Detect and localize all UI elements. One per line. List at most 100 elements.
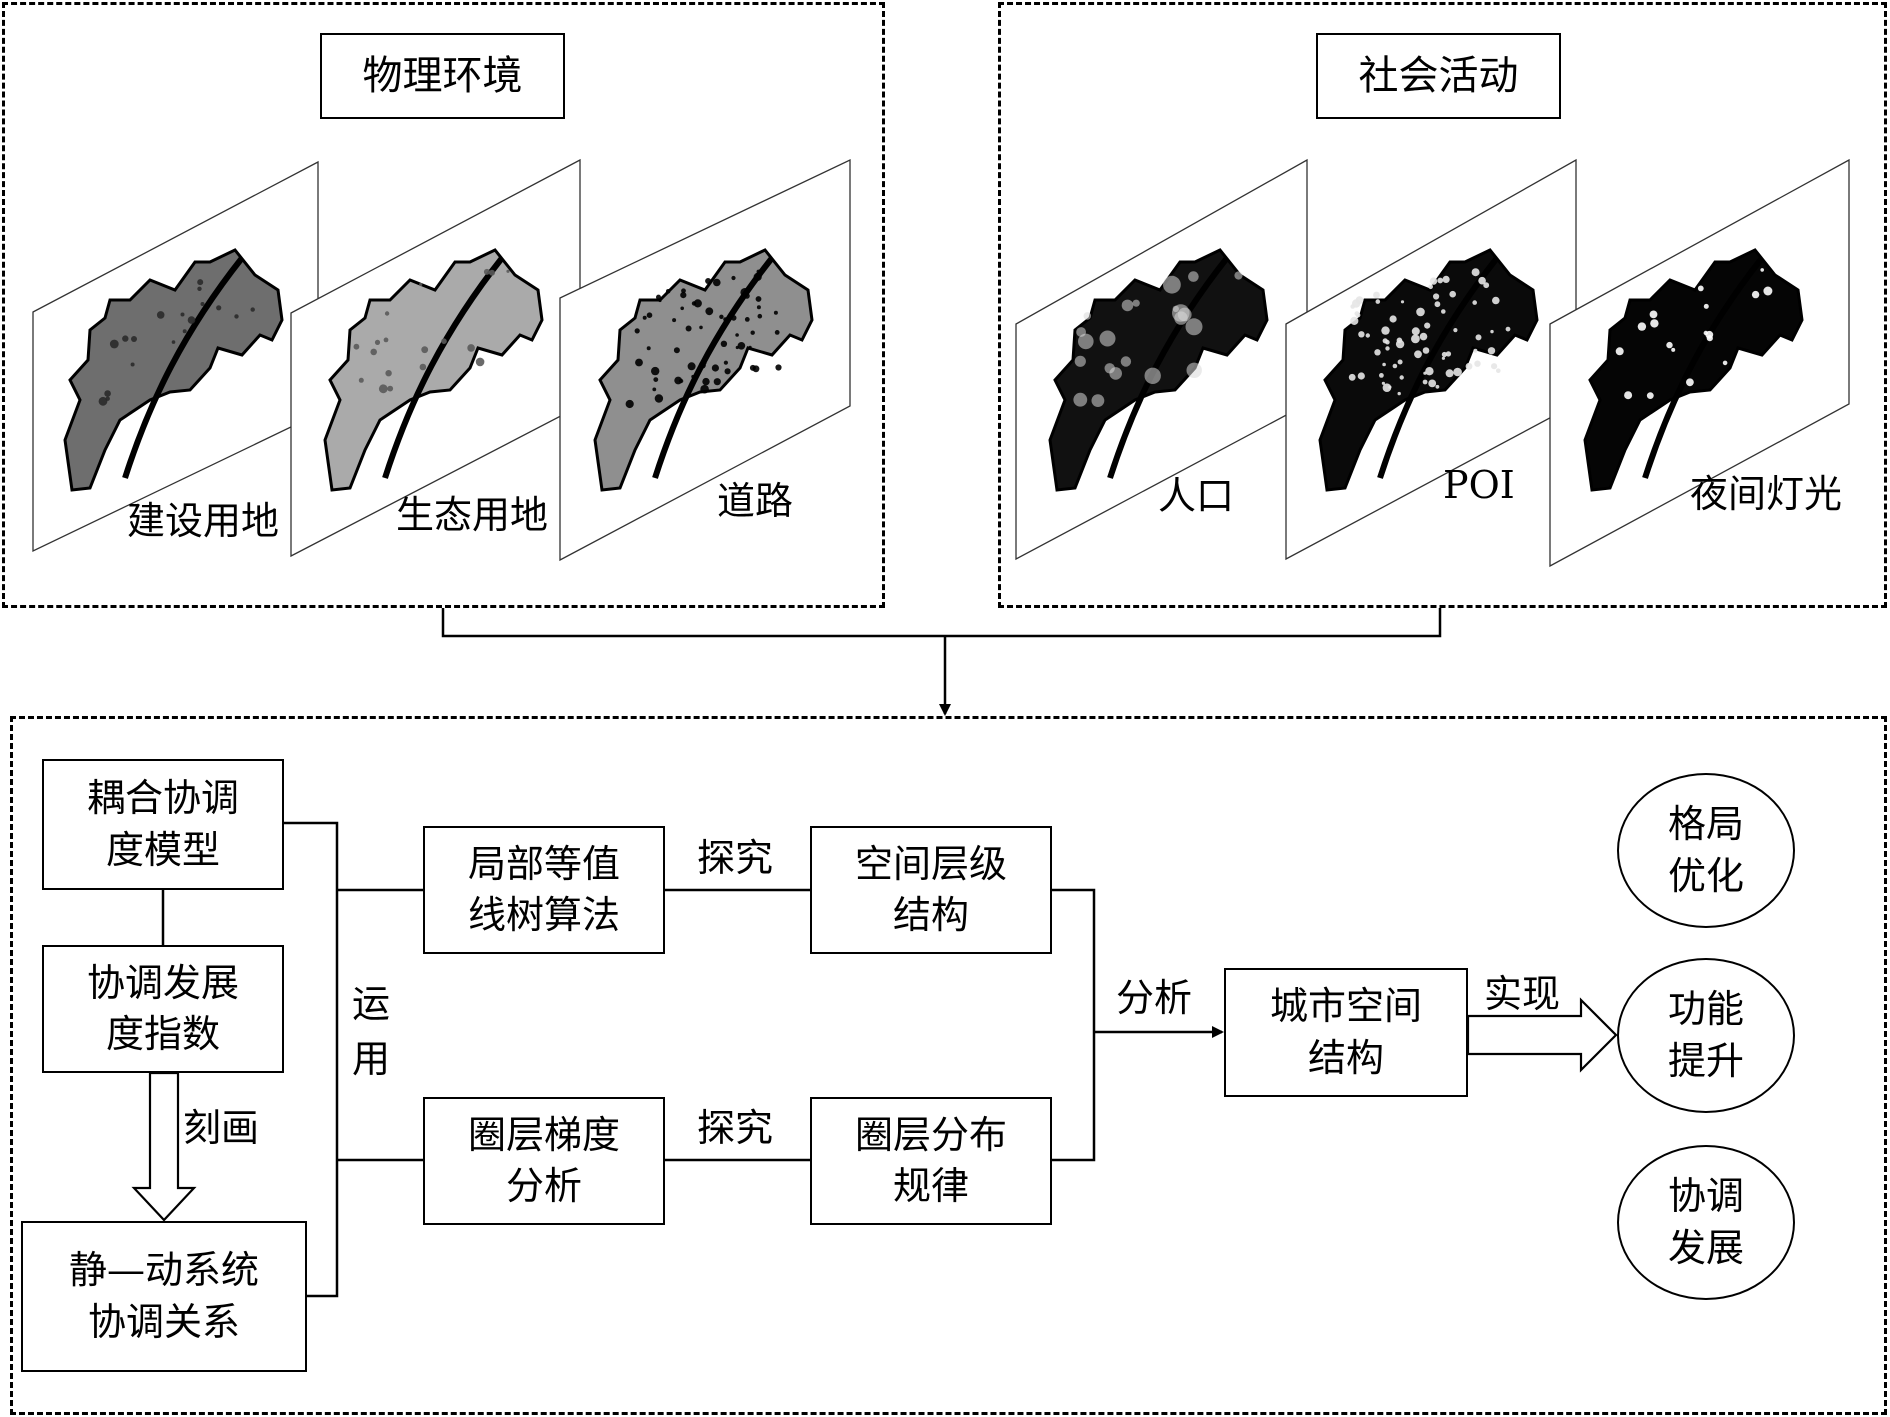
map-layer-poi [1285,158,1577,561]
map-texture-dot [1433,293,1440,300]
map-texture-dot [1104,363,1115,374]
map-texture-dot [1637,322,1647,331]
map-texture-dot [680,306,684,311]
map-texture-dot [719,314,724,319]
map-texture-dot [720,340,728,347]
map-layer-night-light [1549,158,1850,568]
map-texture-dot [489,269,495,276]
map-texture-dot [1188,271,1199,282]
map-texture-dot [693,299,702,308]
map-texture-dot [1411,327,1420,336]
map-texture-dot [171,340,176,344]
map-texture-dot [685,325,692,332]
social-activity-panel [998,2,1887,608]
map-texture-dot [1437,277,1444,284]
map-texture-dot [197,286,202,291]
physical-environment-title: 物理环境 [320,33,565,119]
map-texture-dot [658,298,662,303]
map-river-population [1107,256,1230,479]
map-texture-dot [750,330,755,335]
apply-bracket [284,821,339,1298]
map-texture-dot [735,345,739,350]
map-texture-dot [104,390,111,397]
static-dynamic-box: 静—动系统 协调关系 [21,1221,307,1372]
map-texture-dot [1091,394,1105,407]
map-texture-dot [234,314,239,319]
map-texture-dot [724,368,731,375]
map-texture-dot [1428,284,1433,290]
layer-label-population: 人口 [1158,474,1235,518]
map-texture-dot [653,377,659,382]
map-texture-dot [756,305,761,310]
ring-gradient-box: 圈层梯度 分析 [423,1097,665,1225]
map-texture-dot [180,312,185,317]
map-texture-dot [1348,373,1356,381]
layer-label-built-land: 建设用地 [127,499,280,543]
map-texture-dot [705,278,712,284]
map-texture-dot [1473,348,1478,353]
map-texture-dot [1445,369,1454,378]
explore-label-top: 探究 [697,836,774,880]
map-texture-dot [1441,309,1446,314]
map-texture-dot [646,312,653,319]
map-texture-dot [131,336,137,342]
map-texture-dot [1615,347,1624,356]
map-texture-dot [703,361,707,365]
map-texture-dot [1760,268,1764,272]
map-texture-dot [1396,337,1403,344]
map-texture-dot [1078,333,1094,350]
map-texture-dot [625,399,634,409]
map-texture-dot [1375,299,1381,304]
map-texture-dot [1649,310,1658,319]
map-texture-dot [687,362,696,371]
ring-gradient-line2: 分析 [505,1164,582,1208]
ring-distribution-line1: 圈层分布 [854,1112,1007,1157]
map-shape-night-light [1583,248,1804,492]
map-texture-dot [1163,275,1181,294]
outcome-1-line1: 格局 [1667,802,1744,847]
map-texture-dot [1172,305,1180,313]
map-texture-dot [1355,312,1361,318]
map-texture-dot [753,272,762,281]
outcome-2-line2: 提升 [1667,1038,1744,1083]
map-texture-dot [680,292,687,299]
map-layer-road [559,158,851,562]
map-texture-dot [1422,379,1428,385]
map-texture-dot [756,269,761,274]
map-texture-dot [1671,347,1676,352]
outcome-coordinated-development: 协调 发展 [1617,1145,1795,1300]
layer-label-ecological-land: 生态用地 [396,493,549,537]
map-texture-dot [642,315,647,320]
coordination-index-line1: 协调发展 [86,960,239,1005]
map-texture-dot [1424,322,1431,329]
local-contour-tree-box: 局部等值 线树算法 [423,826,665,954]
static-dynamic-line1: 静—动系统 [68,1248,259,1293]
map-texture-dot [700,384,709,394]
map-texture-dot [1350,316,1359,325]
map-texture-dot [1475,334,1482,341]
map-texture-dot [383,337,389,343]
map-texture-dot [654,394,664,403]
map-texture-dot [1099,330,1116,347]
map-texture-dot [711,364,720,372]
map-shape-ecological-land [323,248,544,492]
map-texture-dot [1365,333,1371,338]
map-texture-dot [673,347,680,354]
map-layer-ecological-land [290,158,581,558]
local-contour-line2: 线树算法 [467,893,620,937]
map-texture-dot [1352,299,1361,308]
ring-gradient-line1: 圈层梯度 [467,1112,620,1157]
map-texture-dot [713,278,721,287]
realize-label: 实现 [1484,972,1561,1016]
map-texture-dot [1381,326,1390,335]
map-texture-dot [1465,362,1473,370]
ring-distribution-line2: 规律 [892,1164,969,1208]
map-shape-population [1048,248,1269,492]
map-texture-dot [353,343,360,350]
map-texture-dot [1441,351,1447,358]
map-texture-dot [1177,307,1192,322]
map-texture-dot [1453,328,1458,333]
map-texture-dot [1487,347,1496,355]
social-activity-title: 社会活动 [1316,33,1561,119]
map-texture-dot [651,366,660,376]
